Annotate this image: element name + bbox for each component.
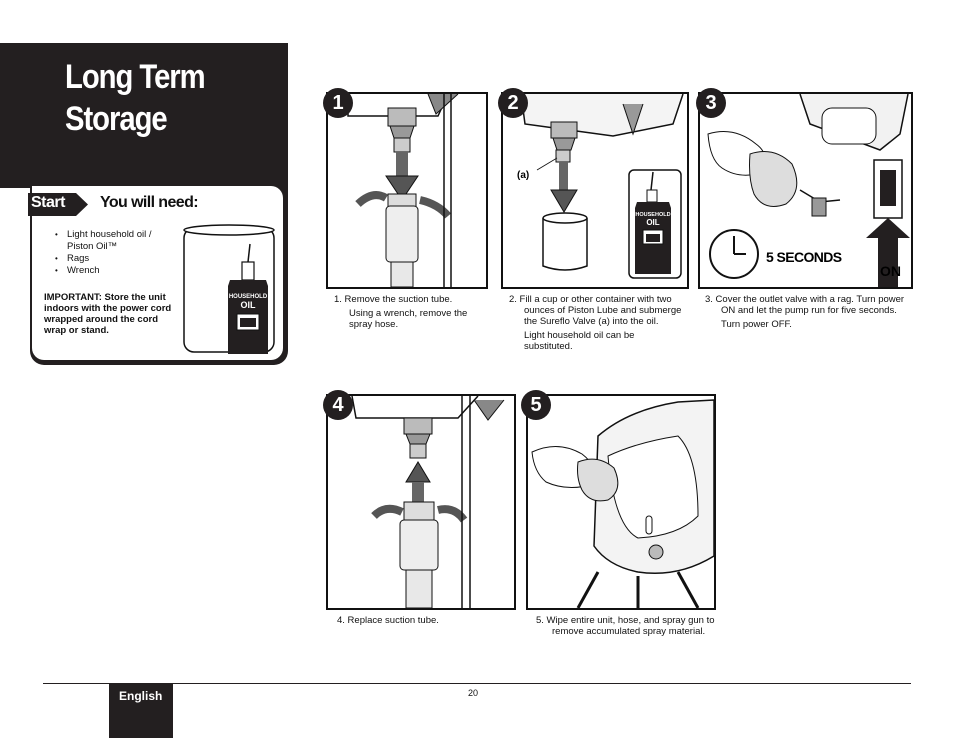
step-3-badge: 3 xyxy=(696,88,726,118)
step-3-illustration: 5 SECONDS ON xyxy=(707,94,910,287)
step-1-caption: 1. Remove the suction tube. Using a wren… xyxy=(334,294,482,333)
step-2-caption: 2. Fill a cup or other container with tw… xyxy=(509,294,685,355)
step-2-badge: 2 xyxy=(498,88,528,118)
list-item: Light household oil / Piston Oil™ xyxy=(55,229,152,253)
step-3-text: Turn power OFF. xyxy=(721,319,792,330)
step-2-callout: (a) xyxy=(517,170,529,181)
step-5-caption: 5. Wipe entire unit, hose, and spray gun… xyxy=(536,615,716,640)
step-1-badge: 1 xyxy=(323,88,353,118)
page-number: 20 xyxy=(468,688,479,698)
page-title-line-1: Long Term xyxy=(65,58,206,96)
step-5-text: 5. Wipe entire unit, hose, and spray gun… xyxy=(536,615,715,637)
list-item: Wrench xyxy=(55,265,152,277)
step-5-illustration xyxy=(531,399,714,608)
step-5-badge: 5 xyxy=(521,390,551,420)
step-2-text: Light household oil can be substituted. xyxy=(524,330,635,352)
oil-label-main: OIL xyxy=(241,300,257,310)
title-banner xyxy=(0,43,288,188)
step-1-text: 1. Remove the suction tube. xyxy=(334,294,453,305)
step-1-text: Using a wrench, remove the spray hose. xyxy=(349,308,468,330)
step-4-text: 4. Replace suction tube. xyxy=(337,615,439,626)
step-4-badge: 4 xyxy=(323,390,353,420)
page-title-line-2: Storage xyxy=(65,100,168,138)
step-3-switch-label: ON xyxy=(880,263,901,279)
footer-rule xyxy=(43,683,911,684)
step-2-text: 2. Fill a cup or other container with tw… xyxy=(509,294,682,327)
step-5-panel xyxy=(526,394,716,610)
step-3-caption: 3. Cover the outlet valve with a rag. Tu… xyxy=(705,294,911,333)
step-2-illustration: (a) HOUSEHOLD OIL xyxy=(517,94,684,279)
step-3-panel: 5 SECONDS ON xyxy=(698,92,913,289)
step-3-text: 3. Cover the outlet valve with a rag. Tu… xyxy=(705,294,905,316)
needs-heading: You will need: xyxy=(100,194,199,211)
step-4-caption: 4. Replace suction tube. xyxy=(337,615,507,629)
step-3-timer-label: 5 SECONDS xyxy=(766,249,842,265)
oil-label-top: HOUSEHOLD xyxy=(229,294,268,300)
page-title: Long Term Storage xyxy=(65,56,206,140)
supplies-illustration: HOUSEHOLD OIL xyxy=(183,224,275,354)
step-4-panel xyxy=(326,394,516,610)
needs-list: Light household oil / Piston Oil™ Rags W… xyxy=(55,229,152,277)
language-label: English xyxy=(119,689,163,703)
step-2-oil-label-top: HOUSEHOLD xyxy=(635,212,670,218)
step-1-illustration xyxy=(347,94,459,287)
start-label: Start xyxy=(31,194,65,211)
important-note: IMPORTANT: Store the unit indoors with t… xyxy=(44,292,172,336)
step-2-oil-label-main: OIL xyxy=(646,218,659,227)
language-tab xyxy=(109,684,173,738)
step-1-panel xyxy=(326,92,488,289)
start-tab xyxy=(28,193,88,216)
step-2-panel: (a) HOUSEHOLD OIL xyxy=(501,92,689,289)
list-item: Rags xyxy=(55,253,152,265)
step-4-illustration xyxy=(351,396,505,608)
